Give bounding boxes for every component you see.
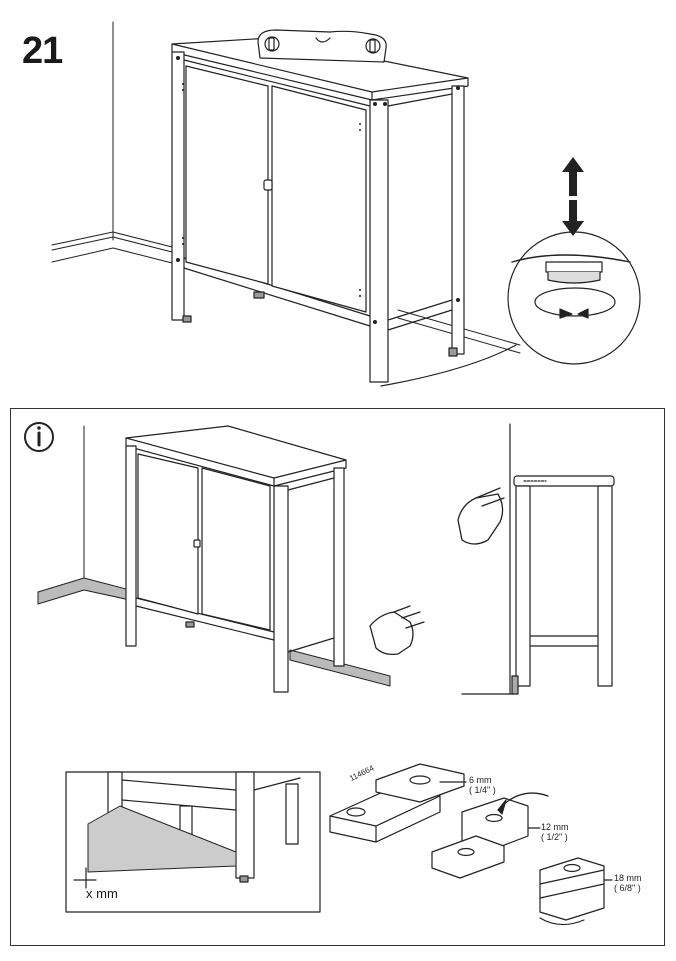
shim-12mm-mm: 12 mm bbox=[541, 822, 569, 832]
up-down-arrow-icon bbox=[562, 157, 584, 236]
shim-18mm-label: 18 mm ( 6/8" ) bbox=[614, 873, 642, 893]
adjustable-foot-detail bbox=[380, 157, 641, 387]
step-number: 21 bbox=[22, 30, 63, 72]
gap-detail-inset bbox=[65, 771, 321, 913]
shim-18mm-mm: 18 mm bbox=[614, 873, 642, 883]
gap-label: x mm bbox=[86, 886, 118, 901]
shim-18mm-inch: ( 6/8" ) bbox=[614, 883, 641, 893]
panel-wall bbox=[37, 425, 391, 687]
shim-set-illustration bbox=[329, 763, 613, 926]
rotate-arrows-icon bbox=[534, 287, 616, 319]
info-panel bbox=[10, 408, 665, 946]
shim-6mm-mm: 6 mm bbox=[469, 775, 492, 785]
shim-12mm-label: 12 mm ( 1/2" ) bbox=[541, 822, 569, 842]
cabinet-info-view bbox=[125, 425, 347, 693]
hand-pressing-icon bbox=[457, 487, 505, 545]
shim-6mm-inch: ( 1/4" ) bbox=[469, 785, 496, 795]
spirit-level-icon bbox=[257, 29, 387, 63]
pointing-hand-icon bbox=[369, 605, 425, 656]
shim-6mm-label: 6 mm ( 1/4" ) bbox=[469, 775, 496, 795]
cabinet-top-view bbox=[171, 29, 469, 383]
info-icon bbox=[24, 422, 54, 452]
cabinet-side-view bbox=[461, 423, 615, 695]
shim-12mm-inch: ( 1/2" ) bbox=[541, 832, 568, 842]
